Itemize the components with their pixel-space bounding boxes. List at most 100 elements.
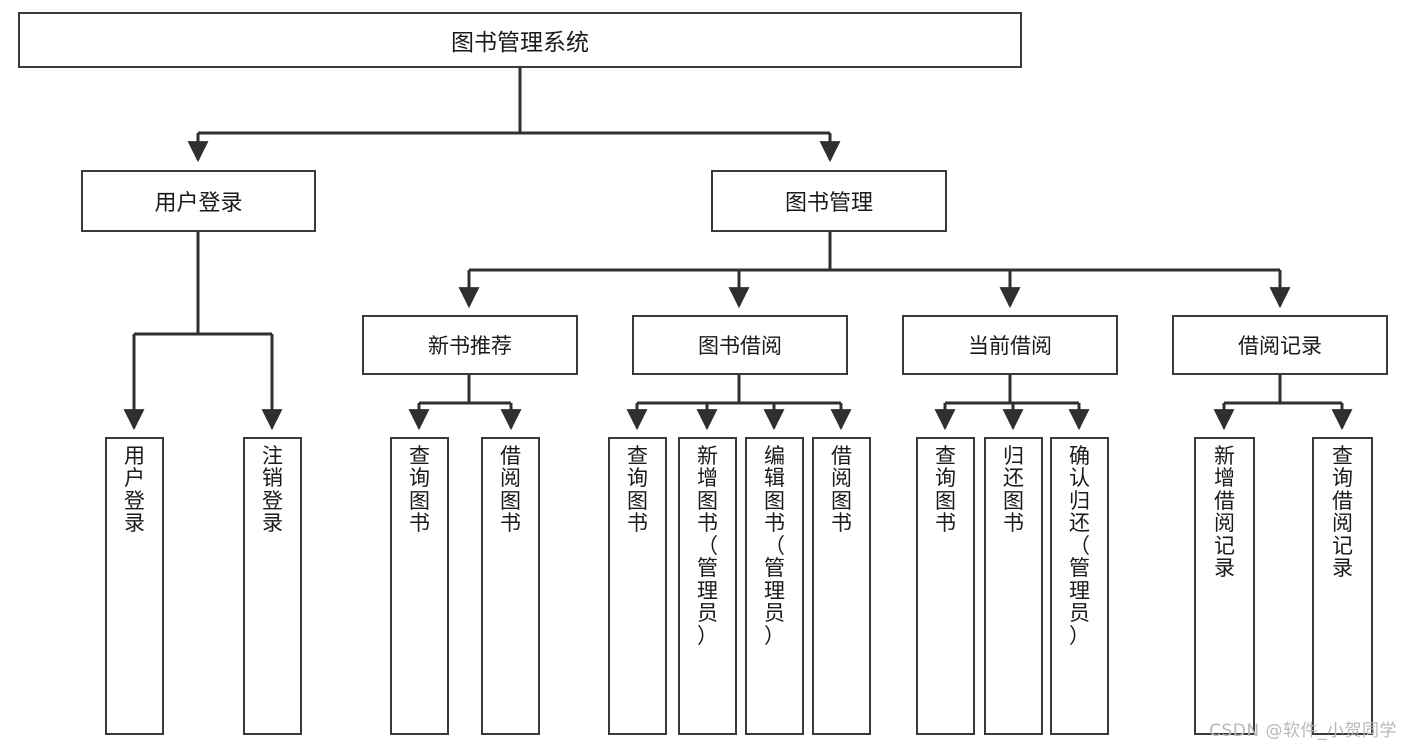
node-label: 当前借阅 [968, 334, 1052, 358]
node-label: 用户登录 [107, 445, 162, 535]
leaf-borrow-book[interactable]: 借阅图书 [812, 437, 871, 735]
node-label-char: 归 [1069, 488, 1090, 513]
leaf-query-book-borrow[interactable]: 查询图书 [608, 437, 667, 735]
node-label: 新书推荐 [428, 334, 512, 358]
node-label-char: 书 [627, 511, 648, 536]
leaf-add-borrow-record[interactable]: 新增借阅记录 [1194, 437, 1255, 735]
node-label: 借阅图书 [814, 445, 869, 535]
node-label-char: 录 [262, 511, 283, 536]
node-label-char: 书 [1003, 511, 1024, 536]
node-label: 查询图书 [392, 445, 447, 535]
node-label-char: 查 [935, 444, 956, 468]
leaf-query-book-current[interactable]: 查询图书 [916, 437, 975, 735]
node-label-char: 借 [500, 444, 521, 468]
node-label-char: 注 [262, 444, 283, 468]
node-label: 编辑图书（管理员） [747, 444, 802, 648]
leaf-add-book-admin[interactable]: 新增图书（管理员） [678, 437, 737, 735]
node-label-char: 阅 [1214, 511, 1235, 536]
leaf-confirm-return-admin[interactable]: 确认归还（管理员） [1050, 437, 1109, 735]
node-label-char: 查 [409, 444, 430, 468]
node-user-login[interactable]: 用户登录 [81, 170, 316, 232]
node-label-char: 录 [1332, 556, 1353, 581]
leaf-logout[interactable]: 注销登录 [243, 437, 302, 735]
node-label: 归还图书 [986, 445, 1041, 535]
node-label-char: （ [697, 533, 718, 558]
node-label-char: 图 [831, 488, 852, 513]
node-root-book-management-system[interactable]: 图书管理系统 [18, 12, 1022, 68]
node-label: 图书管理系统 [451, 30, 589, 56]
node-label-char: 管 [697, 556, 718, 581]
node-label-char: 书 [831, 511, 852, 536]
leaf-query-book-recommend[interactable]: 查询图书 [390, 437, 449, 735]
node-label-char: 询 [935, 466, 956, 491]
node-label-char: 借 [1332, 488, 1353, 513]
node-label-char: 销 [262, 466, 283, 491]
node-label-char: 询 [627, 466, 648, 491]
node-label-char: 归 [1003, 444, 1024, 468]
node-label-char: 阅 [1332, 511, 1353, 536]
node-label: 新增借阅记录 [1196, 445, 1253, 580]
node-label-char: ） [697, 623, 718, 648]
node-label: 新增图书（管理员） [680, 444, 735, 648]
watermark-text: CSDN @软件_小贺同学 [1209, 721, 1397, 741]
leaf-edit-book-admin[interactable]: 编辑图书（管理员） [745, 437, 804, 735]
node-label-char: 登 [124, 488, 145, 513]
node-label-char: 认 [1069, 466, 1090, 491]
node-label-char: 员 [764, 601, 785, 626]
node-label-char: 图 [627, 488, 648, 513]
node-current-borrow[interactable]: 当前借阅 [902, 315, 1118, 375]
node-label-char: 管 [1069, 556, 1090, 581]
node-label-char: 图 [409, 488, 430, 513]
node-label-char: 新 [697, 444, 718, 468]
node-label-char: 理 [697, 578, 718, 603]
node-label-char: 员 [1069, 601, 1090, 626]
leaf-return-book[interactable]: 归还图书 [984, 437, 1043, 735]
node-label: 查询图书 [918, 445, 973, 535]
node-label-char: 询 [409, 466, 430, 491]
node-label-char: 借 [831, 444, 852, 468]
node-label-char: 书 [409, 511, 430, 536]
node-label: 用户登录 [154, 191, 243, 216]
node-label-char: 阅 [831, 466, 852, 491]
node-label-char: 录 [124, 511, 145, 536]
node-label-char: 编 [764, 444, 785, 468]
node-label: 图书借阅 [698, 334, 782, 358]
leaf-borrow-book-recommend[interactable]: 借阅图书 [481, 437, 540, 735]
node-book-borrow[interactable]: 图书借阅 [632, 315, 848, 375]
node-label-char: 用 [124, 444, 145, 468]
node-label-char: 新 [1214, 444, 1235, 468]
node-label: 查询图书 [610, 445, 665, 535]
node-label-char: ） [764, 623, 785, 648]
leaf-user-login[interactable]: 用户登录 [105, 437, 164, 735]
node-label-char: 员 [697, 601, 718, 626]
node-label-char: 书 [500, 511, 521, 536]
node-label: 图书管理 [784, 191, 873, 216]
node-label-char: 还 [1069, 511, 1090, 536]
node-label-char: 图 [1003, 488, 1024, 513]
node-label-char: 理 [764, 578, 785, 603]
node-borrow-record[interactable]: 借阅记录 [1172, 315, 1388, 375]
node-label-char: 确 [1069, 444, 1090, 468]
node-label-char: 增 [697, 466, 718, 491]
node-label-char: （ [764, 533, 785, 558]
node-new-book-recommend[interactable]: 新书推荐 [362, 315, 578, 375]
node-label-char: 管 [764, 556, 785, 581]
node-label: 确认归还（管理员） [1052, 444, 1107, 648]
node-label-char: 户 [124, 466, 145, 491]
node-label-char: 辑 [764, 466, 785, 491]
node-label: 注销登录 [245, 445, 300, 535]
node-label-char: 查 [627, 444, 648, 468]
node-label-char: 图 [764, 488, 785, 513]
node-book-management[interactable]: 图书管理 [711, 170, 947, 232]
node-label-char: 登 [262, 488, 283, 513]
node-label-char: 书 [935, 511, 956, 536]
node-label-char: （ [1069, 533, 1090, 558]
leaf-query-borrow-record[interactable]: 查询借阅记录 [1312, 437, 1373, 735]
node-label-char: 图 [500, 488, 521, 513]
node-label-char: 书 [697, 511, 718, 536]
node-label-char: 借 [1214, 488, 1235, 513]
node-label-char: 记 [1332, 533, 1353, 558]
node-label-char: 图 [697, 488, 718, 513]
node-label-char: 查 [1332, 444, 1353, 468]
